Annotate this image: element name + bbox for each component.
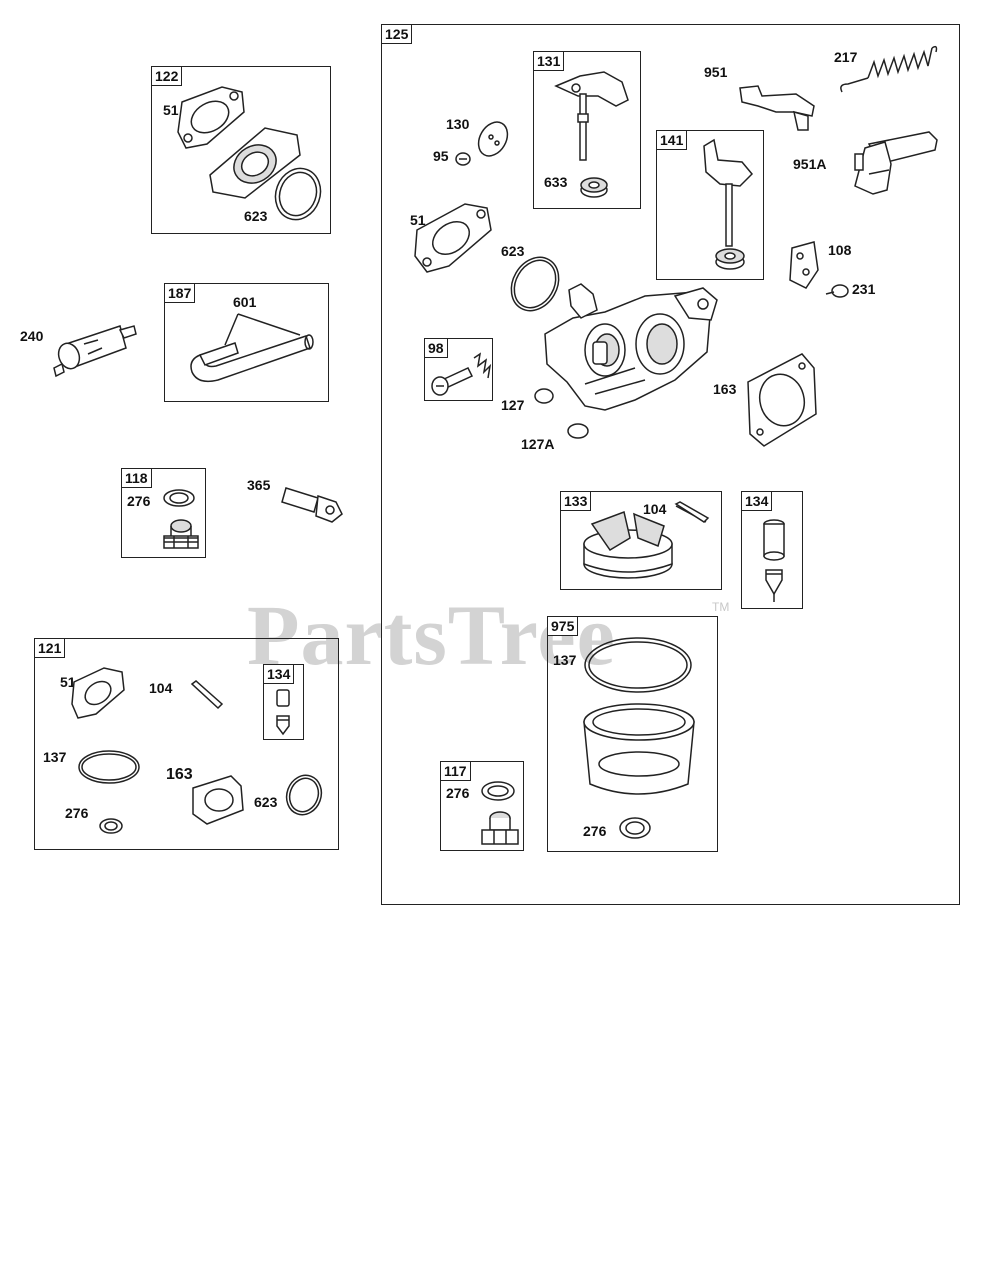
label-276[interactable]: 276 — [127, 493, 151, 509]
label-601[interactable]: 601 — [233, 294, 257, 310]
group-125: 125 — [381, 24, 960, 905]
label-217[interactable]: 217 — [834, 49, 858, 65]
group-975: 975 — [547, 616, 718, 852]
screw-95-icon — [455, 152, 471, 166]
label-623[interactable]: 623 — [244, 208, 268, 224]
screw-231-icon — [825, 284, 849, 298]
watermark-trademark: TM — [712, 600, 730, 614]
gasket-108-icon — [789, 241, 819, 289]
gasket-51-icon — [177, 86, 245, 149]
label-127[interactable]: 127 — [501, 397, 525, 413]
washer-276-icon — [619, 817, 651, 839]
label-231[interactable]: 231 — [852, 281, 876, 297]
label-137[interactable]: 137 — [553, 652, 577, 668]
group-98-tag[interactable]: 98 — [424, 338, 448, 358]
label-95[interactable]: 95 — [433, 148, 449, 164]
throttle-lever-951-icon — [739, 85, 815, 131]
label-633[interactable]: 633 — [544, 174, 568, 190]
group-141-tag[interactable]: 141 — [656, 130, 688, 150]
o-ring-137-icon — [78, 750, 140, 784]
label-276[interactable]: 276 — [446, 785, 470, 801]
intake-adapter-icon — [209, 127, 301, 199]
o-ring-623-icon — [274, 167, 322, 221]
label-108[interactable]: 108 — [828, 242, 852, 258]
float-bowl-975-icon — [583, 703, 695, 795]
group-121: 121 — [34, 638, 339, 850]
label-127A[interactable]: 127A — [521, 436, 555, 452]
choke-shaft-131-icon — [554, 71, 629, 161]
group-187: 187 — [164, 283, 329, 402]
group-133-tag[interactable]: 133 — [560, 491, 592, 511]
bowl-nut-117-icon — [481, 811, 519, 845]
choke-plate-130-icon — [477, 121, 509, 157]
float-133-icon — [583, 501, 710, 579]
label-276[interactable]: 276 — [583, 823, 607, 839]
label-137[interactable]: 137 — [43, 749, 67, 765]
label-51[interactable]: 51 — [60, 674, 76, 690]
label-104[interactable]: 104 — [643, 501, 667, 517]
group-117-tag[interactable]: 117 — [440, 761, 471, 781]
label-163[interactable]: 163 — [166, 766, 193, 783]
label-276[interactable]: 276 — [65, 805, 89, 821]
bushing-633-icon — [580, 177, 608, 198]
label-240[interactable]: 240 — [20, 328, 44, 344]
o-ring-623-icon — [510, 256, 560, 312]
governor-bracket-951A-icon — [854, 131, 938, 195]
throttle-shaft-141-icon — [703, 138, 754, 270]
group-117: 117 — [440, 761, 524, 851]
gasket-163-icon — [747, 353, 817, 447]
group-975-tag[interactable]: 975 — [547, 616, 579, 636]
group-121-134: 134 — [263, 664, 304, 740]
washer-276-icon — [163, 489, 195, 507]
group-187-tag[interactable]: 187 — [164, 283, 196, 303]
gasket-51-icon — [414, 203, 492, 273]
label-623[interactable]: 623 — [501, 243, 525, 259]
label-130[interactable]: 130 — [446, 116, 470, 132]
plug-127-icon — [534, 388, 554, 404]
group-118: 118 — [121, 468, 206, 558]
gasket-51-icon — [71, 667, 125, 719]
label-163[interactable]: 163 — [713, 381, 737, 397]
group-125-tag[interactable]: 125 — [381, 24, 413, 44]
group-141: 141 — [656, 130, 764, 280]
plug-127A-icon — [567, 423, 589, 439]
group-134: 134 — [741, 491, 803, 609]
spring-217-icon — [840, 45, 938, 93]
needle-valve-icon — [276, 689, 290, 736]
label-623[interactable]: 623 — [254, 794, 278, 810]
bolt-365-icon — [281, 487, 343, 523]
fuel-line-icon — [190, 313, 314, 383]
group-122: 122 — [151, 66, 331, 234]
group-118-tag[interactable]: 118 — [121, 468, 152, 488]
label-951A[interactable]: 951A — [793, 156, 827, 172]
fuel-filter-icon — [53, 325, 137, 378]
group-131: 131 — [533, 51, 641, 209]
gasket-163-icon — [192, 775, 244, 825]
label-365[interactable]: 365 — [247, 477, 271, 493]
washer-276-icon — [481, 781, 515, 801]
group-131-tag[interactable]: 131 — [533, 51, 565, 71]
carburetor-body-icon — [544, 283, 718, 411]
group-98: 98 — [424, 338, 493, 401]
pin-104-icon — [190, 680, 224, 710]
label-951[interactable]: 951 — [704, 64, 728, 80]
group-133: 133 — [560, 491, 722, 590]
group-134-tag[interactable]: 134 — [741, 491, 773, 511]
group-122-tag[interactable]: 122 — [151, 66, 183, 86]
drain-plug-icon — [163, 519, 199, 549]
label-51[interactable]: 51 — [163, 102, 179, 118]
idle-screw-98-icon — [431, 352, 492, 396]
group-121-tag[interactable]: 121 — [34, 638, 66, 658]
o-ring-137-icon — [584, 637, 692, 693]
needle-valve-134-icon — [763, 519, 785, 602]
washer-276-icon — [99, 818, 123, 834]
label-51[interactable]: 51 — [410, 212, 426, 228]
group-121-134-tag[interactable]: 134 — [263, 664, 295, 684]
o-ring-623-icon — [285, 774, 323, 816]
label-104[interactable]: 104 — [149, 680, 173, 696]
